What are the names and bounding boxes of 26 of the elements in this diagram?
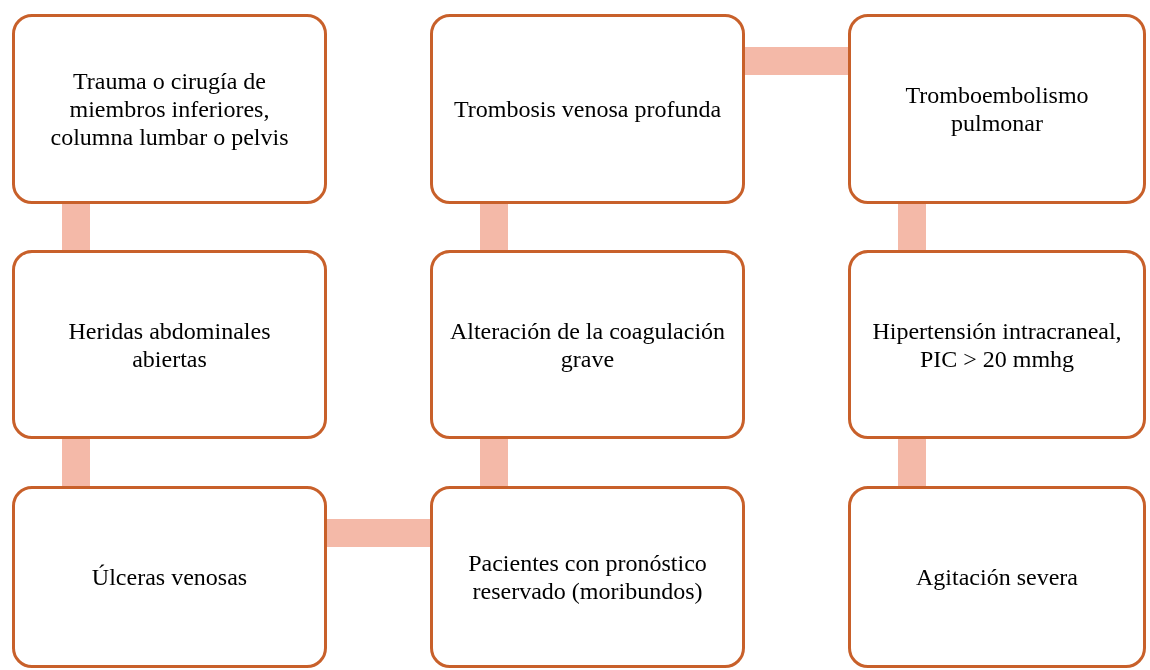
process-box	[848, 14, 1146, 204]
connector-bar	[62, 204, 90, 250]
connector-bar	[898, 439, 926, 486]
connector-bar	[480, 439, 508, 486]
process-box	[430, 250, 745, 439]
box-label: Trombosis venosa profunda	[453, 95, 722, 123]
process-box	[12, 486, 327, 668]
process-box	[430, 486, 745, 668]
box-label: Trauma o cirugía de miembros inferiores, columna lumbar o pelvis	[49, 67, 290, 151]
box-label: Hipertensión intracraneal, PIC > 20 mmhg	[871, 316, 1123, 373]
process-box	[430, 14, 745, 204]
box-label: Tromboembolismo pulmonar	[904, 81, 1090, 137]
connector-bar	[745, 47, 848, 75]
process-box	[848, 250, 1146, 439]
connector-bar	[62, 439, 90, 486]
connector-bar	[898, 204, 926, 250]
process-box	[12, 250, 327, 439]
box-label: Heridas abdominales abiertas	[67, 316, 272, 373]
box-label: Alteración de la coagulación grave	[448, 316, 727, 373]
box-label: Pacientes con pronóstico reservado (moribundos)	[467, 549, 708, 605]
connector-bar	[327, 519, 430, 547]
box-label: Úlceras venosas	[91, 563, 248, 591]
process-box	[848, 486, 1146, 668]
connector-bar	[480, 204, 508, 250]
process-box	[12, 14, 327, 204]
box-label: Agitación severa	[916, 563, 1078, 591]
